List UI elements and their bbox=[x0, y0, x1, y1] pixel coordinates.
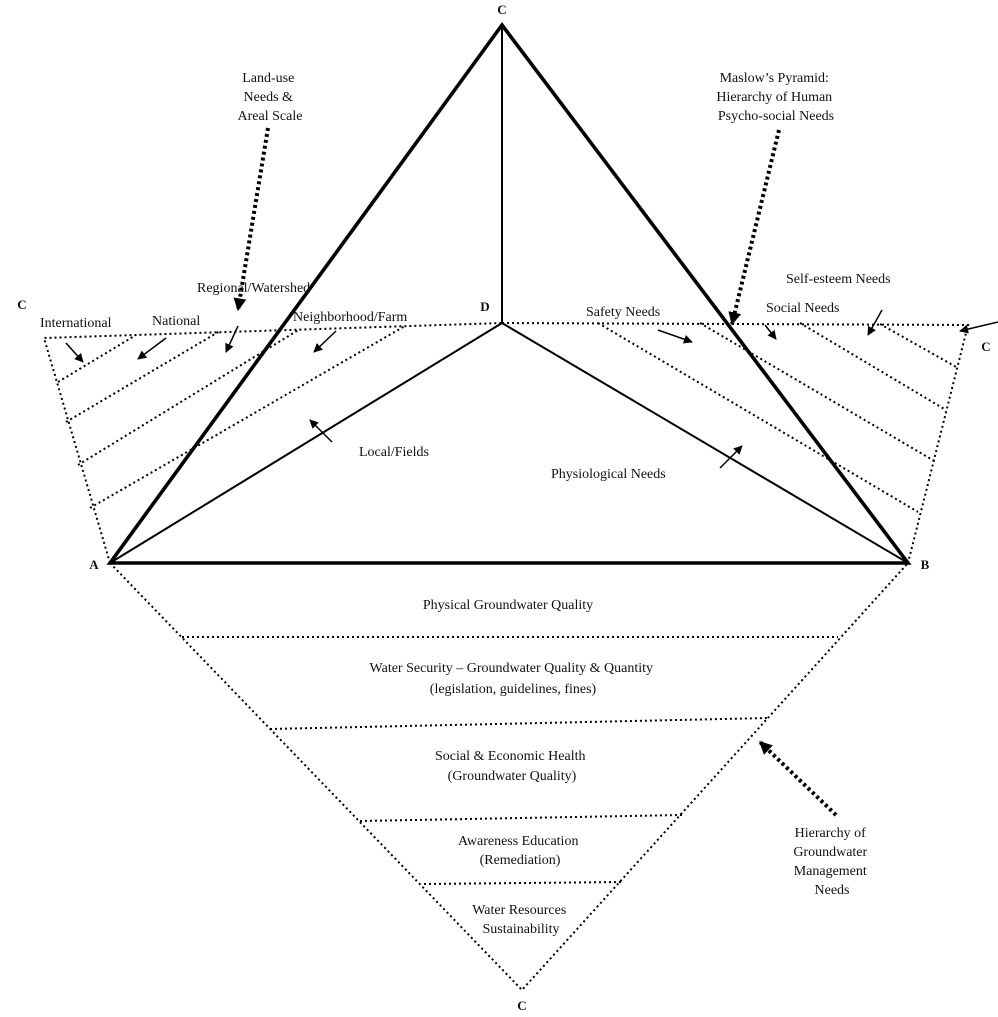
national-label: National bbox=[152, 314, 200, 329]
neighborhood-label: Neighborhood/Farm bbox=[293, 310, 407, 325]
groundwater-callout: Hierarchy of Groundwater Management Need… bbox=[793, 826, 870, 898]
self-esteem-needs-label: Self-esteem Needs bbox=[786, 272, 891, 287]
bottom-c-label: C bbox=[517, 998, 526, 1013]
level-4-label: Awareness Education (Remediation) bbox=[458, 834, 582, 868]
international-label: International bbox=[40, 316, 112, 331]
right-c-label: C bbox=[981, 339, 990, 354]
level-3-label: Social & Economic Health (Groundwater Qu… bbox=[435, 749, 589, 784]
bottom-level-dividers bbox=[182, 636, 838, 885]
left-c-label: C bbox=[17, 297, 26, 312]
level-5-label: Water Resources Sustainability bbox=[472, 903, 570, 937]
local-label: Local/Fields bbox=[359, 445, 429, 460]
maslow-callout-arrow bbox=[728, 129, 781, 326]
regional-label: Regional/Watershed bbox=[197, 281, 310, 296]
corner-b-label: B bbox=[921, 557, 930, 572]
maslow-callout: Maslow’s Pyramid: Hierarchy of Human Psy… bbox=[716, 71, 835, 124]
social-needs-label: Social Needs bbox=[766, 301, 839, 316]
d-to-a-edge bbox=[109, 322, 503, 564]
level-2-label: Water Security – Groundwater Quality & Q… bbox=[370, 661, 657, 697]
level-1-label: Physical Groundwater Quality bbox=[423, 598, 593, 613]
right-face-hatching bbox=[597, 322, 959, 513]
safety-needs-label: Safety Needs bbox=[586, 305, 660, 320]
main-pyramid-outline bbox=[106, 21, 912, 565]
land-use-callout-arrow bbox=[233, 127, 270, 312]
small-arrows bbox=[65, 309, 998, 469]
land-use-callout: Land-use Needs & Areal Scale bbox=[238, 71, 303, 124]
right-flap-outline bbox=[501, 322, 970, 564]
physiological-needs-label: Physiological Needs bbox=[551, 467, 666, 482]
corner-a-label: A bbox=[89, 557, 99, 572]
d-to-b-edge bbox=[501, 322, 909, 564]
left-face-hatching bbox=[57, 325, 406, 509]
corner-d-label: D bbox=[480, 299, 489, 314]
apex-label: C bbox=[497, 2, 506, 17]
groundwater-callout-arrow bbox=[758, 740, 838, 817]
